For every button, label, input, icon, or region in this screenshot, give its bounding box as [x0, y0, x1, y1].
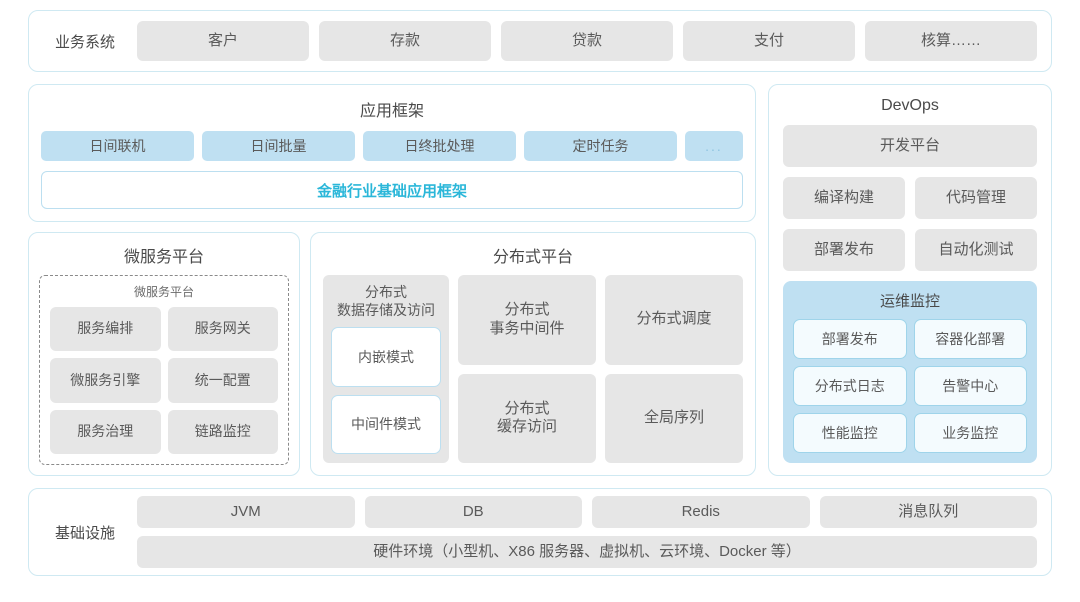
distributed-platform-grid: 分布式 事务中间件 分布式调度 分布式 缓存访问 全局序列 — [458, 275, 743, 463]
business-system-payment[interactable]: 支付 — [683, 21, 855, 61]
ops-item-deploy-release[interactable]: 部署发布 — [793, 319, 907, 359]
micro-item-service-gateway[interactable]: 服务网关 — [167, 307, 278, 352]
devops-item-dev-platform[interactable]: 开发平台 — [783, 125, 1037, 167]
app-tag-daytime-online[interactable]: 日间联机 — [41, 131, 194, 161]
microservice-platform-title: 微服务平台 — [123, 249, 204, 266]
application-framework-title: 应用框架 — [359, 103, 424, 120]
ops-item-business-monitoring[interactable]: 业务监控 — [913, 413, 1027, 453]
distributed-storage-column: 分布式 数据存储及访问 内嵌模式 中间件模式 — [323, 275, 449, 463]
infra-item-redis[interactable]: Redis — [592, 496, 810, 528]
ops-item-distributed-logging[interactable]: 分布式日志 — [793, 366, 907, 406]
business-system-customer[interactable]: 客户 — [137, 21, 309, 61]
ops-item-performance-monitoring[interactable]: 性能监控 — [793, 413, 907, 453]
devops-item-automated-testing[interactable]: 自动化测试 — [915, 229, 1037, 271]
infra-item-db[interactable]: DB — [364, 496, 582, 528]
micro-item-service-orchestration[interactable]: 服务编排 — [50, 307, 161, 352]
infrastructure-components-row: JVM DB Redis 消息队列 — [137, 496, 1037, 528]
application-framework-panel: 应用框架 日间联机 日间批量 日终批处理 定时任务 ... 金融行业基础应用框架 — [28, 84, 756, 222]
devops-pair-row-2: 部署发布 自动化测试 — [783, 229, 1037, 271]
micro-item-service-governance[interactable]: 服务治理 — [50, 409, 161, 454]
distributed-platform-panel: 分布式平台 分布式 数据存储及访问 内嵌模式 中间件模式 分布式 事务中间件 分… — [310, 232, 756, 476]
dist-item-global-sequence[interactable]: 全局序列 — [605, 373, 743, 463]
app-tag-eod-batch[interactable]: 日终批处理 — [363, 131, 516, 161]
infrastructure-panel: 基础设施 JVM DB Redis 消息队列 硬件环境（小型机、X86 服务器、… — [28, 488, 1052, 576]
middle-left-column: 应用框架 日间联机 日间批量 日终批处理 定时任务 ... 金融行业基础应用框架… — [28, 84, 756, 476]
financial-foundation-framework-bar[interactable]: 金融行业基础应用框架 — [41, 171, 743, 209]
devops-item-deploy-release[interactable]: 部署发布 — [783, 229, 905, 271]
distributed-platform-body: 分布式 数据存储及访问 内嵌模式 中间件模式 分布式 事务中间件 分布式调度 分… — [323, 275, 743, 463]
storage-mode-embedded[interactable]: 内嵌模式 — [331, 327, 441, 387]
business-system-accounting[interactable]: 核算…… — [865, 21, 1037, 61]
app-tag-more[interactable]: ... — [685, 131, 743, 161]
ops-item-alert-center[interactable]: 告警中心 — [913, 366, 1027, 406]
distributed-platform-title: 分布式平台 — [492, 249, 573, 266]
ops-monitoring-panel: 运维监控 部署发布 容器化部署 分布式日志 告警中心 性能监控 业务监控 — [783, 281, 1037, 463]
microservice-platform-inner-box: 微服务平台 服务编排 服务网关 微服务引擎 统一配置 服务治理 链路监控 — [39, 275, 289, 465]
infra-item-hardware-environment[interactable]: 硬件环境（小型机、X86 服务器、虚拟机、云环境、Docker 等） — [137, 536, 1037, 568]
ops-monitoring-grid: 部署发布 容器化部署 分布式日志 告警中心 性能监控 业务监控 — [793, 319, 1027, 453]
business-system-loan[interactable]: 贷款 — [501, 21, 673, 61]
devops-pair-row-1: 编译构建 代码管理 — [783, 177, 1037, 219]
micro-item-trace-monitoring[interactable]: 链路监控 — [167, 409, 278, 454]
business-systems-label: 业务系统 — [54, 33, 115, 51]
devops-panel: DevOps 开发平台 编译构建 代码管理 部署发布 自动化测试 运维监控 部署… — [768, 84, 1052, 476]
business-system-deposit[interactable]: 存款 — [319, 21, 491, 61]
distributed-storage-title: 分布式 数据存储及访问 — [337, 284, 435, 319]
dist-item-cache-access[interactable]: 分布式 缓存访问 — [458, 373, 596, 463]
app-tag-daytime-batch[interactable]: 日间批量 — [202, 131, 355, 161]
app-tag-scheduled-task[interactable]: 定时任务 — [524, 131, 677, 161]
distributed-storage-card[interactable]: 分布式 数据存储及访问 内嵌模式 中间件模式 — [323, 275, 449, 463]
microservice-platform-inner-title: 微服务平台 — [133, 285, 194, 299]
microservice-platform-panel: 微服务平台 微服务平台 服务编排 服务网关 微服务引擎 统一配置 服务治理 链路… — [28, 232, 300, 476]
microservice-platform-grid: 服务编排 服务网关 微服务引擎 统一配置 服务治理 链路监控 — [50, 307, 278, 454]
infrastructure-label: 基础设施 — [54, 524, 115, 542]
infra-item-jvm[interactable]: JVM — [137, 496, 355, 528]
infrastructure-content: JVM DB Redis 消息队列 硬件环境（小型机、X86 服务器、虚拟机、云… — [137, 496, 1037, 568]
micro-item-microservice-engine[interactable]: 微服务引擎 — [50, 358, 161, 403]
middle-area: 应用框架 日间联机 日间批量 日终批处理 定时任务 ... 金融行业基础应用框架… — [28, 84, 1052, 476]
dist-item-transaction-middleware[interactable]: 分布式 事务中间件 — [458, 275, 596, 365]
devops-item-compile-build[interactable]: 编译构建 — [783, 177, 905, 219]
micro-item-unified-config[interactable]: 统一配置 — [167, 358, 278, 403]
ops-item-containerized-deploy[interactable]: 容器化部署 — [913, 319, 1027, 359]
devops-item-code-management[interactable]: 代码管理 — [915, 177, 1037, 219]
platform-row: 微服务平台 微服务平台 服务编排 服务网关 微服务引擎 统一配置 服务治理 链路… — [28, 232, 756, 476]
ops-monitoring-title: 运维监控 — [879, 293, 940, 310]
dist-item-scheduling[interactable]: 分布式调度 — [605, 275, 743, 365]
infra-item-message-queue[interactable]: 消息队列 — [819, 496, 1037, 528]
business-systems-panel: 业务系统 客户 存款 贷款 支付 核算…… — [28, 10, 1052, 72]
storage-mode-middleware[interactable]: 中间件模式 — [331, 394, 441, 454]
application-framework-tags: 日间联机 日间批量 日终批处理 定时任务 ... — [41, 131, 743, 161]
devops-title: DevOps — [881, 97, 939, 114]
